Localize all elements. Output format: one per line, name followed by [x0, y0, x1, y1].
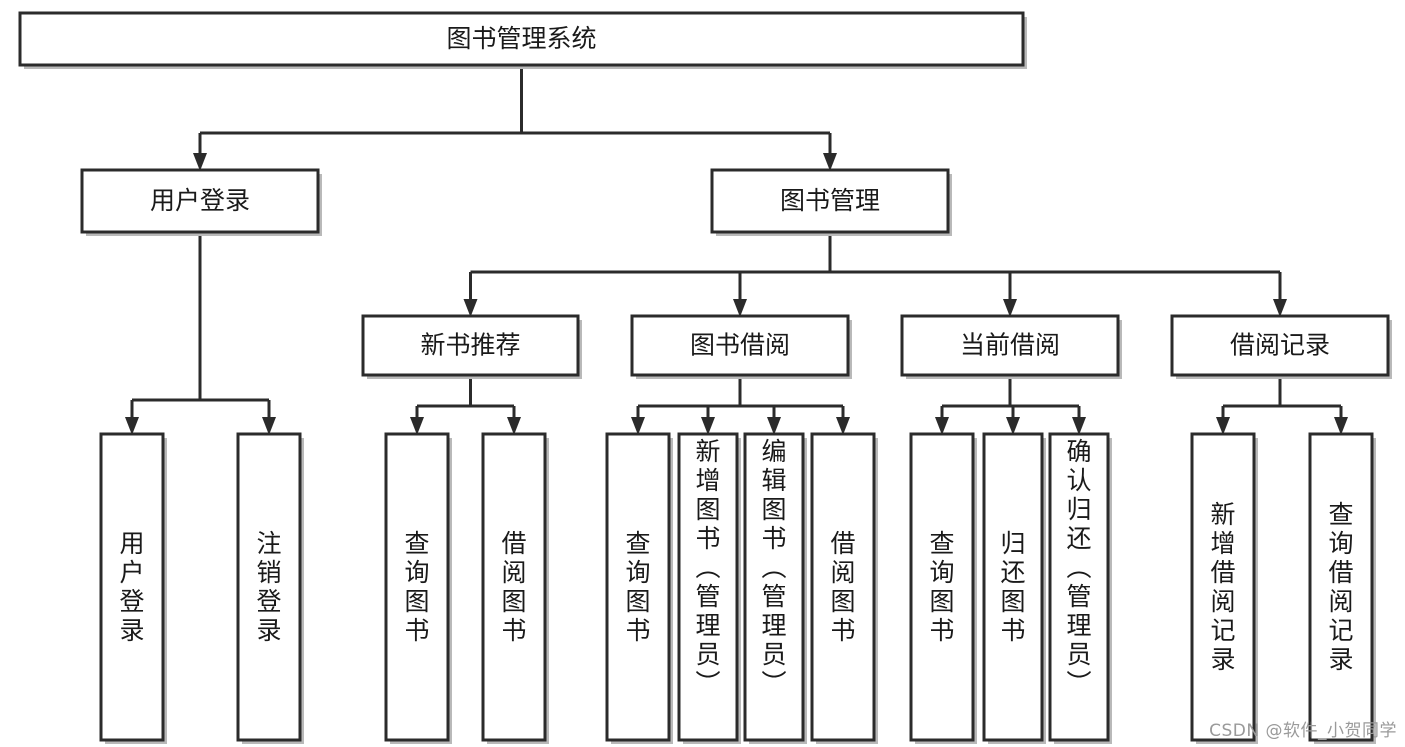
node-label: 编辑图书︵管理员︶	[761, 437, 786, 698]
node-label: 当前借阅	[960, 331, 1060, 360]
root-node[interactable]: 图书管理系统	[18, 11, 1027, 69]
leaf-box[interactable]	[481, 432, 547, 742]
level3-box[interactable]	[361, 314, 580, 377]
node-label: 注销登录	[256, 529, 281, 645]
connector-group	[935, 375, 1086, 435]
leaf-node[interactable]: 查询图书	[605, 432, 673, 744]
leaf-box[interactable]	[99, 432, 165, 742]
leaf-box[interactable]	[743, 432, 805, 742]
arrow-head-icon	[836, 417, 850, 435]
node-label: 查询图书	[625, 529, 650, 645]
leaf-box[interactable]	[909, 432, 975, 742]
connector-group	[463, 232, 1287, 317]
node-label: 用户登录	[119, 529, 144, 645]
level3-box[interactable]	[1170, 314, 1390, 377]
level3-box[interactable]	[630, 314, 850, 377]
level3-box[interactable]	[900, 314, 1120, 377]
arrow-head-icon	[410, 417, 424, 435]
leaf-box[interactable]	[1190, 432, 1256, 742]
arrow-head-icon	[701, 417, 715, 435]
node-label: 新增图书︵管理员︶	[695, 437, 720, 698]
leaf-node[interactable]: 查询图书	[384, 432, 452, 744]
level3-node[interactable]: 借阅记录	[1170, 314, 1392, 379]
arrow-head-icon	[1003, 299, 1017, 317]
connector-group	[410, 375, 521, 435]
level3-node[interactable]: 图书借阅	[630, 314, 852, 379]
node-label: 借阅图书	[830, 529, 855, 645]
leaf-box[interactable]	[810, 432, 876, 742]
node-label: 图书借阅	[690, 331, 790, 360]
node-label: 借阅图书	[501, 529, 526, 645]
arrow-head-icon	[1334, 417, 1348, 435]
level3-node[interactable]: 当前借阅	[900, 314, 1122, 379]
leaf-node[interactable]: 注销登录	[236, 432, 304, 744]
arrow-head-icon	[262, 417, 276, 435]
node-label: 用户登录	[150, 186, 250, 215]
arrow-head-icon	[767, 417, 781, 435]
node-label: 图书管理	[780, 186, 880, 215]
node-label: 确认归还︵管理员︶	[1066, 437, 1091, 698]
leaf-node[interactable]: 查询图书	[909, 432, 977, 744]
leaf-box[interactable]	[677, 432, 739, 742]
node-layer: 图书管理系统用户登录图书管理新书推荐图书借阅当前借阅借阅记录用户登录注销登录查询…	[18, 11, 1392, 744]
leaf-node[interactable]: 借阅图书	[810, 432, 878, 744]
connector-group	[193, 65, 837, 171]
connector-group	[631, 375, 850, 435]
leaf-box[interactable]	[236, 432, 302, 742]
node-label: 借阅记录	[1230, 331, 1330, 360]
arrow-head-icon	[935, 417, 949, 435]
arrow-head-icon	[125, 417, 139, 435]
leaf-node[interactable]: 新增图书︵管理员︶	[677, 432, 741, 744]
connector-layer	[125, 65, 1348, 435]
arrow-head-icon	[1006, 417, 1020, 435]
level2-box[interactable]	[710, 168, 950, 234]
leaf-node[interactable]: 确认归还︵管理员︶	[1048, 432, 1112, 744]
connector-group	[125, 232, 276, 435]
node-label: 新书推荐	[420, 331, 520, 360]
arrow-head-icon	[1273, 299, 1287, 317]
leaf-node[interactable]: 查询借阅记录	[1308, 432, 1376, 744]
level3-node[interactable]: 新书推荐	[361, 314, 582, 379]
connector-group	[1216, 375, 1348, 435]
arrow-head-icon	[823, 153, 837, 171]
arrow-head-icon	[193, 153, 207, 171]
leaf-node[interactable]: 归还图书	[982, 432, 1046, 744]
root-box[interactable]	[18, 11, 1025, 67]
node-label: 查询图书	[404, 529, 429, 645]
level2-node[interactable]: 用户登录	[80, 168, 322, 236]
level2-box[interactable]	[80, 168, 320, 234]
arrow-head-icon	[1072, 417, 1086, 435]
level2-node[interactable]: 图书管理	[710, 168, 952, 236]
node-label: 归还图书	[1000, 529, 1025, 645]
node-label: 新增借阅记录	[1210, 500, 1235, 674]
leaf-box[interactable]	[384, 432, 450, 742]
arrow-head-icon	[463, 299, 478, 317]
leaf-box[interactable]	[1308, 432, 1374, 742]
leaf-node[interactable]: 用户登录	[99, 432, 167, 744]
arrow-head-icon	[733, 299, 747, 317]
node-label: 查询图书	[929, 529, 954, 645]
leaf-node[interactable]: 借阅图书	[481, 432, 549, 744]
node-label: 查询借阅记录	[1328, 500, 1353, 674]
arrow-head-icon	[507, 417, 521, 435]
arrow-head-icon	[631, 417, 645, 435]
leaf-node[interactable]: 新增借阅记录	[1190, 432, 1258, 744]
leaf-box[interactable]	[1048, 432, 1110, 742]
leaf-box[interactable]	[605, 432, 671, 742]
arrow-head-icon	[1216, 417, 1230, 435]
node-label: 图书管理系统	[446, 24, 596, 53]
leaf-node[interactable]: 编辑图书︵管理员︶	[743, 432, 807, 744]
leaf-box[interactable]	[982, 432, 1044, 742]
